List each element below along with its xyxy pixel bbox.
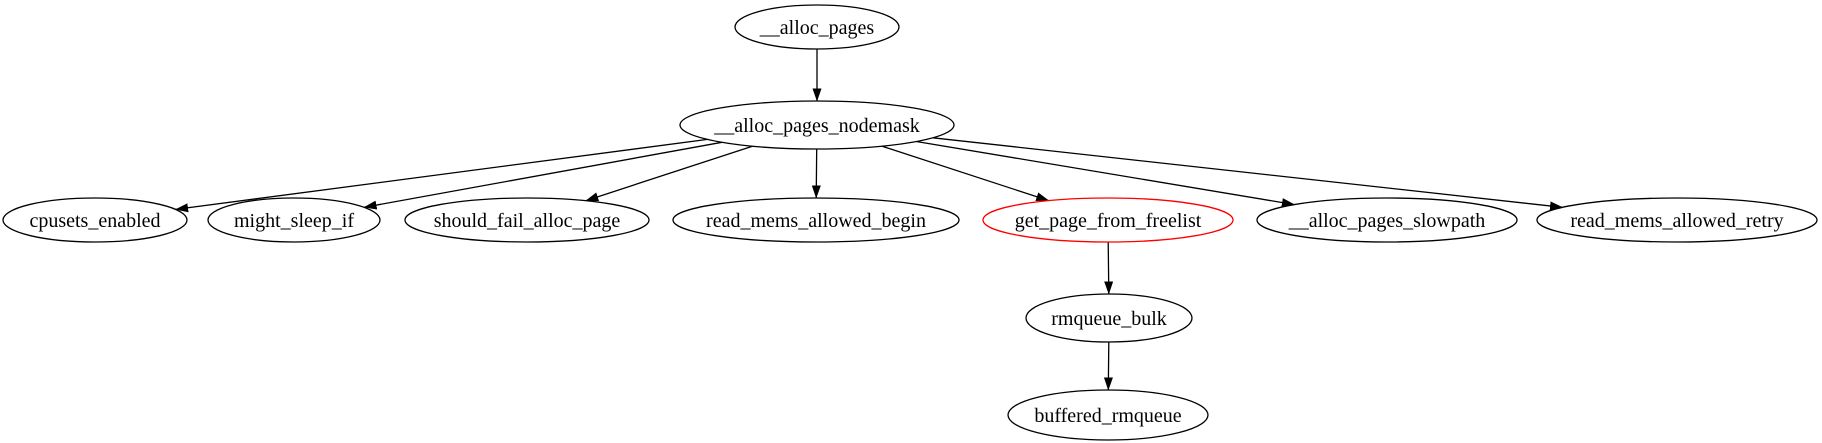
node-get_page_from_freelist: get_page_from_freelist: [982, 197, 1234, 243]
node-read_mems_allowed_retry: read_mems_allowed_retry: [1536, 197, 1818, 243]
node-label-__alloc_pages_slowpath: __alloc_pages_slowpath: [1288, 210, 1486, 232]
node-__alloc_pages_slowpath: __alloc_pages_slowpath: [1256, 197, 1518, 243]
node-label-read_mems_allowed_retry: read_mems_allowed_retry: [1570, 210, 1783, 232]
node-ellipse-rmqueue_bulk: [1025, 293, 1193, 343]
edge-__alloc_pages_nodemask-to-__alloc_pages_slowpath: [916, 140, 1295, 207]
node-ellipse-buffered_rmqueue: [1007, 389, 1209, 441]
node-ellipse-__alloc_pages: [734, 4, 900, 50]
node-label-cpusets_enabled: cpusets_enabled: [29, 210, 160, 232]
node-ellipse-get_page_from_freelist: [982, 197, 1234, 243]
node-label-buffered_rmqueue: buffered_rmqueue: [1034, 405, 1181, 427]
node-might_sleep_if: might_sleep_if: [207, 197, 381, 243]
edge-get_page_from_freelist-to-rmqueue_bulk: [1104, 241, 1114, 295]
edge-rmqueue_bulk-to-buffered_rmqueue: [1103, 341, 1113, 391]
node-__alloc_pages: __alloc_pages: [734, 4, 900, 50]
node-__alloc_pages_nodemask: __alloc_pages_nodemask: [679, 100, 955, 150]
node-ellipse-might_sleep_if: [207, 197, 381, 243]
node-cpusets_enabled: cpusets_enabled: [2, 197, 188, 243]
edge-__alloc_pages_nodemask-to-read_mems_allowed_begin: [811, 148, 821, 199]
edge-__alloc_pages_nodemask-to-should_fail_alloc_page: [585, 145, 753, 202]
node-label-might_sleep_if: might_sleep_if: [234, 210, 354, 232]
node-label-rmqueue_bulk: rmqueue_bulk: [1051, 308, 1167, 330]
node-rmqueue_bulk: rmqueue_bulk: [1025, 293, 1193, 343]
node-should_fail_alloc_page: should_fail_alloc_page: [404, 197, 650, 243]
node-ellipse-cpusets_enabled: [2, 197, 188, 243]
node-buffered_rmqueue: buffered_rmqueue: [1007, 389, 1209, 441]
node-label-__alloc_pages_nodemask: __alloc_pages_nodemask: [713, 115, 920, 137]
edge-__alloc_pages_nodemask-to-read_mems_allowed_retry: [932, 137, 1563, 211]
node-ellipse-__alloc_pages_nodemask: [679, 100, 955, 150]
node-ellipse-should_fail_alloc_page: [404, 197, 650, 243]
node-ellipse-read_mems_allowed_begin: [672, 197, 960, 243]
edge-__alloc_pages_nodemask-to-cpusets_enabled: [175, 138, 708, 213]
node-ellipse-__alloc_pages_slowpath: [1256, 197, 1518, 243]
node-read_mems_allowed_begin: read_mems_allowed_begin: [672, 197, 960, 243]
node-label-should_fail_alloc_page: should_fail_alloc_page: [434, 210, 621, 232]
edge-__alloc_pages_nodemask-to-get_page_from_freelist: [881, 145, 1050, 202]
edge-__alloc_pages_nodemask-to-might_sleep_if: [363, 141, 723, 210]
node-label-read_mems_allowed_begin: read_mems_allowed_begin: [706, 210, 926, 232]
node-label-get_page_from_freelist: get_page_from_freelist: [1015, 210, 1202, 232]
node-label-__alloc_pages: __alloc_pages: [759, 17, 875, 39]
node-ellipse-read_mems_allowed_retry: [1536, 197, 1818, 243]
